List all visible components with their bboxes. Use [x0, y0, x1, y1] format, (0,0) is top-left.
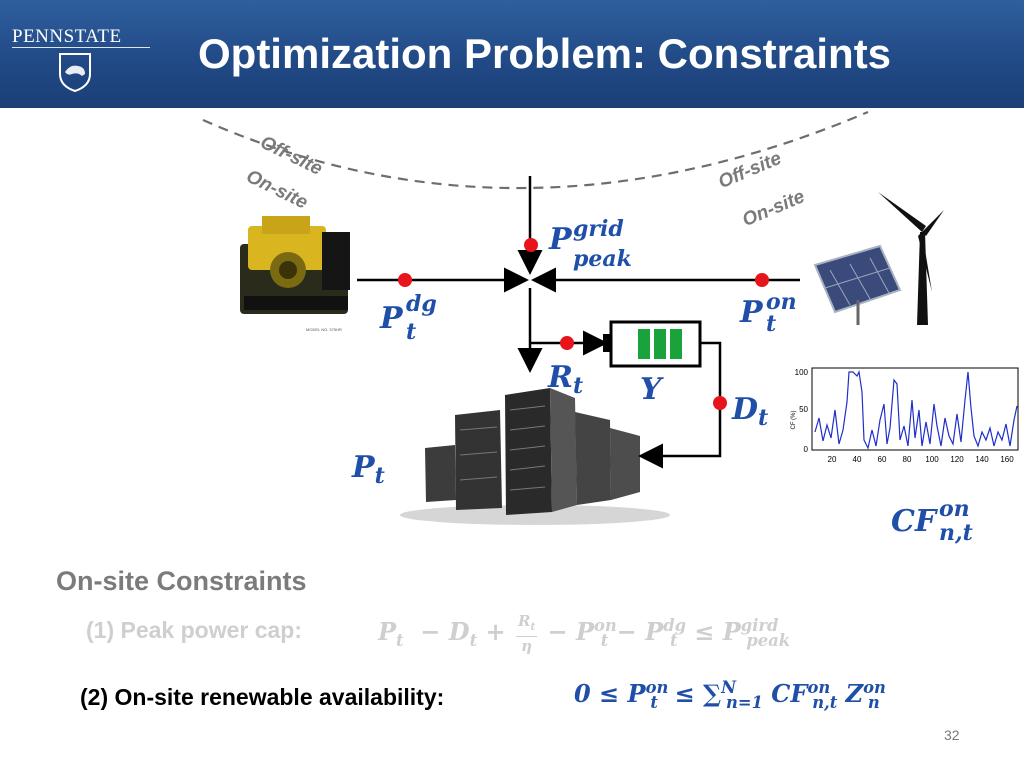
p-dg-label: P dg t — [380, 291, 437, 345]
constraint-2-label: (2) On-site renewable availability: — [80, 684, 445, 710]
site-boundary-arc — [202, 110, 869, 190]
constraint-1: (1) Peak power cap: Pt − Dt + Rt η − Pon… — [86, 604, 916, 660]
p-grid-peak-label: P grid peak — [549, 216, 632, 272]
nittany-lion-shield-icon — [59, 53, 91, 92]
d-t-label: Dt — [732, 392, 769, 431]
constraint-2: (2) On-site renewable availability: 0 ≤ … — [80, 670, 980, 720]
cf-ytick-50: 50 — [799, 405, 808, 414]
constraint-1-label: (1) Peak power cap: — [86, 617, 303, 643]
generator-caption: MODEL NO. 375HR — [306, 327, 342, 332]
cf-xtick: 120 — [950, 455, 964, 464]
cf-ytick-0: 0 — [804, 445, 809, 454]
cf-xtick: 20 — [828, 455, 837, 464]
cf-ytick-100: 100 — [795, 368, 809, 377]
cf-ylabel: CF (%) — [791, 411, 797, 430]
node-grid — [524, 238, 538, 252]
cf-xtick: 80 — [903, 455, 912, 464]
node-discharge — [713, 396, 727, 410]
cf-plot: 100 50 0 20 40 60 80 100 120 140 160 CF … — [791, 367, 1019, 464]
power-flow-diagram: 100 50 0 20 40 60 80 100 120 140 160 CF … — [202, 110, 1019, 525]
cf-series-line — [814, 370, 1018, 450]
node-charge — [560, 336, 574, 350]
p-t-label: Pt — [352, 450, 385, 489]
section-heading: On-site Constraints — [56, 566, 307, 596]
cf-label: CF on n,t — [891, 496, 973, 546]
y-label: Y — [640, 372, 662, 407]
p-on-label: P on t — [740, 289, 797, 337]
r-t-label: Rt — [548, 360, 584, 399]
logo-divider — [12, 47, 150, 48]
constraint-1-equation: Pt − Dt + Rt η − Pont − Pdgt ≤ Pgirdpeak — [378, 612, 791, 655]
cf-xtick: 40 — [853, 455, 862, 464]
wind-turbine-image — [878, 192, 944, 325]
cf-xtick: 60 — [878, 455, 887, 464]
node-renewable — [755, 273, 769, 287]
cf-xtick: 160 — [1000, 455, 1014, 464]
datacenter-servers-image — [400, 388, 670, 525]
node-generator — [398, 273, 412, 287]
cf-xtick: 140 — [975, 455, 989, 464]
diesel-generator-image — [240, 216, 350, 314]
title-bar: PENNSTATE Optimization Problem: Constrai… — [0, 0, 1024, 108]
slide-title: Optimization Problem: Constraints — [198, 30, 892, 77]
cf-xtick: 100 — [925, 455, 939, 464]
pennstate-logo-text: PENNSTATE — [12, 26, 122, 47]
constraint-2-equation: 0 ≤ Pont ≤ ∑Nn=1 CFonn,t Zonn — [574, 678, 886, 712]
battery-icon — [603, 320, 702, 368]
page-number: 32 — [944, 727, 960, 743]
solar-panel-image — [813, 244, 902, 325]
